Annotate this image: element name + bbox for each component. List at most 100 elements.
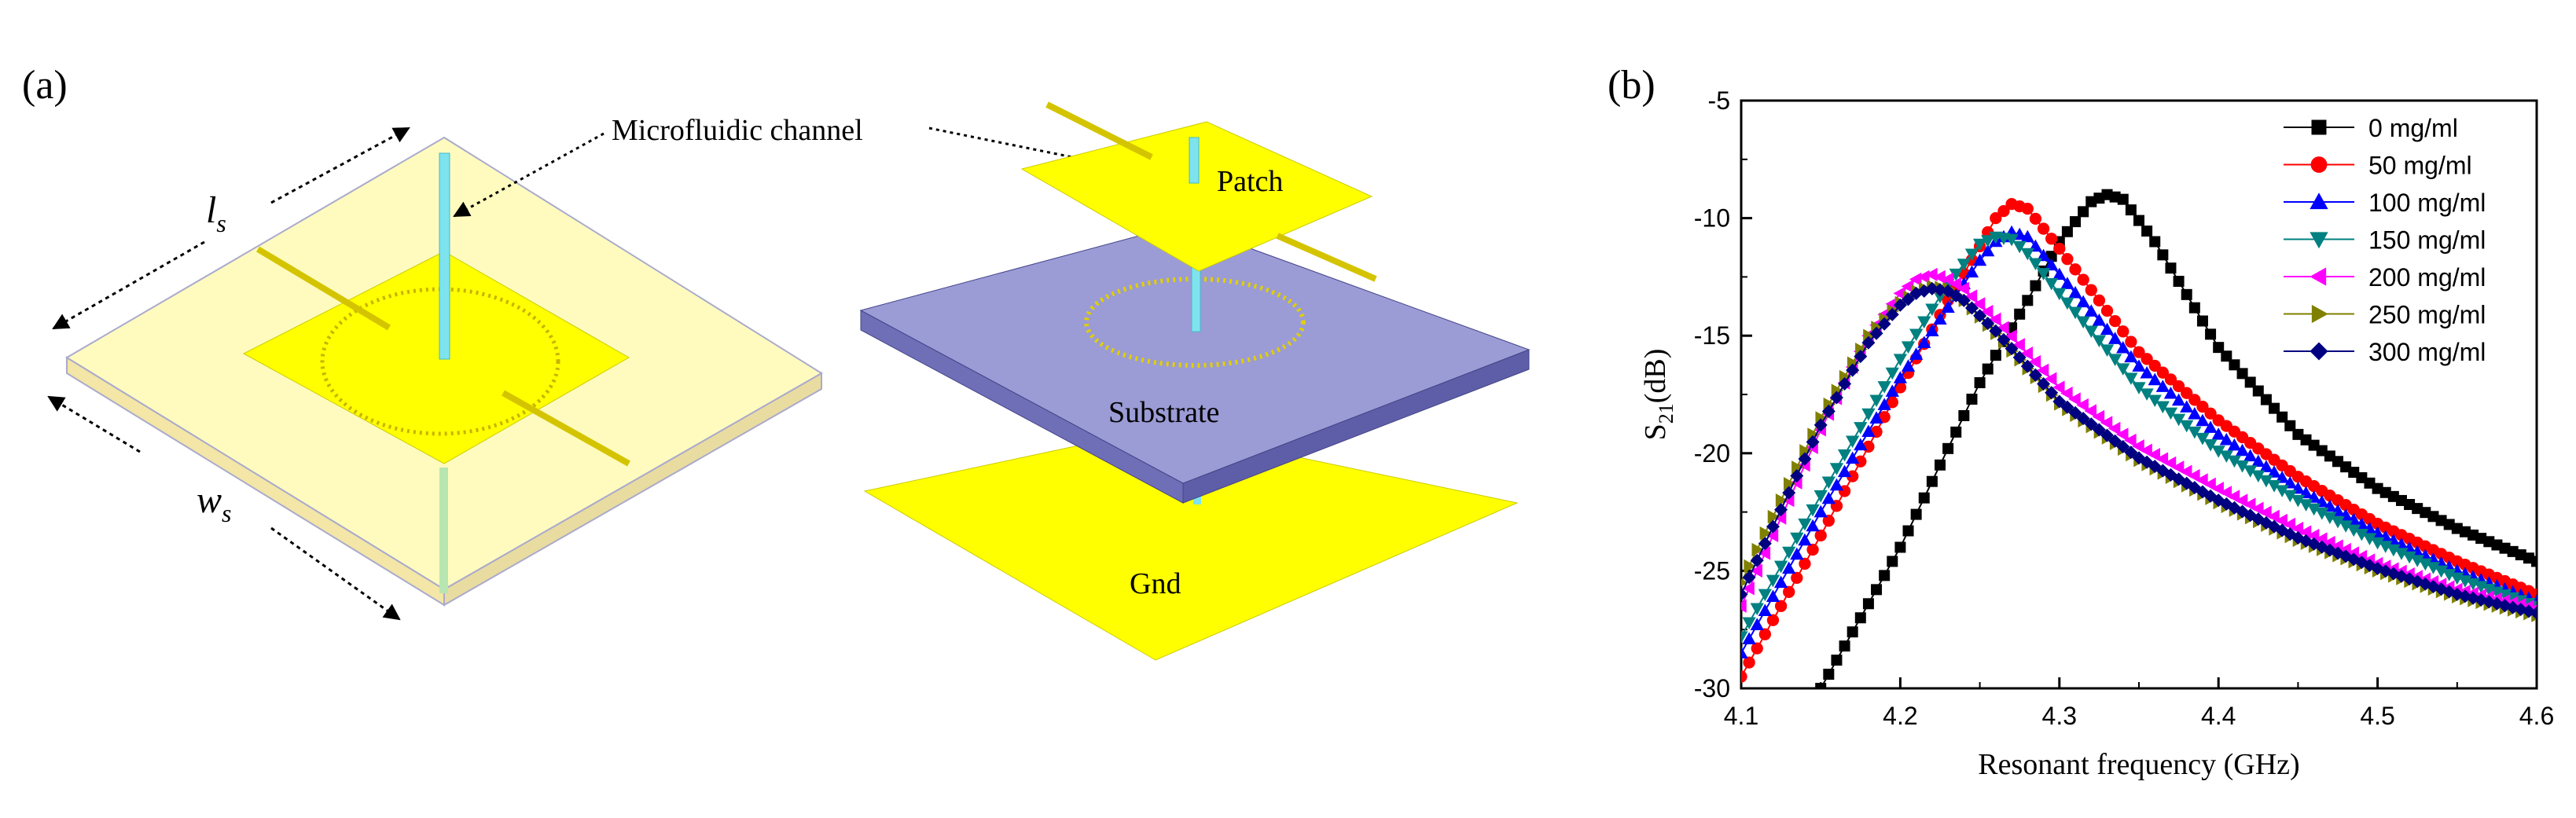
data-point <box>1918 492 1930 504</box>
data-point <box>2181 288 2192 300</box>
data-point <box>1758 628 1772 640</box>
data-point <box>2100 428 2115 442</box>
data-point <box>1854 438 1868 451</box>
assembled-sensor-diagram: ls ws Microfluidic channel <box>47 114 1199 621</box>
data-point <box>2045 277 2059 291</box>
data-point <box>1997 204 2010 218</box>
data-point <box>1821 476 1836 490</box>
data-point <box>1862 598 1874 610</box>
data-point <box>1910 508 1922 520</box>
data-point <box>1980 304 1994 319</box>
data-point <box>1822 515 1835 527</box>
data-point <box>2236 368 2248 380</box>
data-point <box>1861 336 1876 350</box>
data-point <box>1767 509 1780 524</box>
x-tick-label: 4.1 <box>1724 702 1758 730</box>
exploded-ring <box>1084 277 1306 368</box>
data-point <box>1741 578 1748 587</box>
data-point <box>2163 456 2177 471</box>
data-point <box>1846 451 1860 464</box>
data-point <box>1981 316 1995 330</box>
data-point <box>2124 372 2138 385</box>
data-point <box>1766 614 1780 626</box>
data-point <box>2068 306 2082 320</box>
data-point <box>1861 408 1876 421</box>
data-point <box>2323 543 2337 557</box>
data-point <box>2100 416 2113 430</box>
data-point <box>1751 642 1763 655</box>
data-point <box>2124 446 2138 460</box>
data-point <box>2069 263 2082 276</box>
data-point <box>1791 732 1802 743</box>
top-feed-line-lower <box>1276 233 1377 282</box>
data-point <box>2028 368 2042 382</box>
data-point <box>1806 435 1820 449</box>
data-point <box>2117 325 2130 338</box>
data-point <box>1966 393 1978 405</box>
data-point <box>2474 592 2488 607</box>
data-point <box>1808 699 1818 710</box>
data-point <box>2155 401 2170 414</box>
data-point <box>2172 380 2185 393</box>
data-point <box>2259 460 2273 472</box>
x-axis-label: Resonant frequency (GHz) <box>1978 748 2299 781</box>
data-point <box>1750 553 1764 567</box>
panel-a-label: (a) <box>22 63 68 108</box>
data-point <box>2442 585 2457 599</box>
data-point <box>2339 549 2353 563</box>
y-tick-label: -20 <box>1694 439 1730 468</box>
data-point <box>2005 233 2019 247</box>
series-3 <box>1741 231 2537 644</box>
data-point <box>2243 497 2256 512</box>
data-point <box>2291 531 2305 545</box>
data-point <box>1997 321 2009 335</box>
data-point <box>1813 504 1828 518</box>
data-point <box>1750 618 1764 630</box>
data-point <box>2165 262 2177 274</box>
data-point <box>1877 381 1891 394</box>
x-tick-label: 4.3 <box>2042 702 2077 730</box>
data-point <box>2211 427 2225 440</box>
data-point <box>2060 400 2074 414</box>
data-point <box>2148 372 2162 386</box>
legend-marker <box>2310 267 2327 286</box>
data-point <box>2530 606 2537 620</box>
data-point <box>2213 342 2225 354</box>
assembled-feed-right <box>502 390 630 467</box>
data-point <box>1885 367 1899 380</box>
data-point <box>2251 512 2265 526</box>
data-point <box>2227 438 2242 451</box>
data-point <box>1837 449 1852 462</box>
data-point <box>1750 603 1764 616</box>
data-point <box>2275 513 2288 528</box>
assembled-channel <box>439 152 450 360</box>
data-point <box>2219 497 2233 511</box>
data-point <box>2196 315 2208 327</box>
data-point <box>1989 324 2003 338</box>
data-point <box>1861 424 1876 438</box>
data-point <box>2148 447 2160 462</box>
data-point <box>1742 617 1756 630</box>
legend-label: 250 mg/ml <box>2368 301 2486 329</box>
data-point <box>1741 631 1748 644</box>
data-point <box>2116 340 2130 354</box>
data-point <box>2315 540 2329 554</box>
data-point <box>1973 309 1987 323</box>
data-point <box>2141 353 2153 365</box>
data-point <box>2132 382 2146 394</box>
data-point <box>1949 288 1963 303</box>
data-point <box>1829 478 1844 491</box>
series-6 <box>1741 281 2537 620</box>
data-point <box>2077 273 2089 286</box>
substrate-top <box>859 223 1531 484</box>
data-point <box>1879 570 1891 581</box>
top-patch <box>1020 121 1373 272</box>
data-point <box>2107 354 2122 366</box>
data-point <box>2284 420 2296 431</box>
data-point <box>2522 604 2536 618</box>
data-point <box>1981 244 1995 257</box>
data-point <box>2259 515 2273 530</box>
data-point <box>2036 268 2051 281</box>
data-point <box>2100 344 2115 357</box>
